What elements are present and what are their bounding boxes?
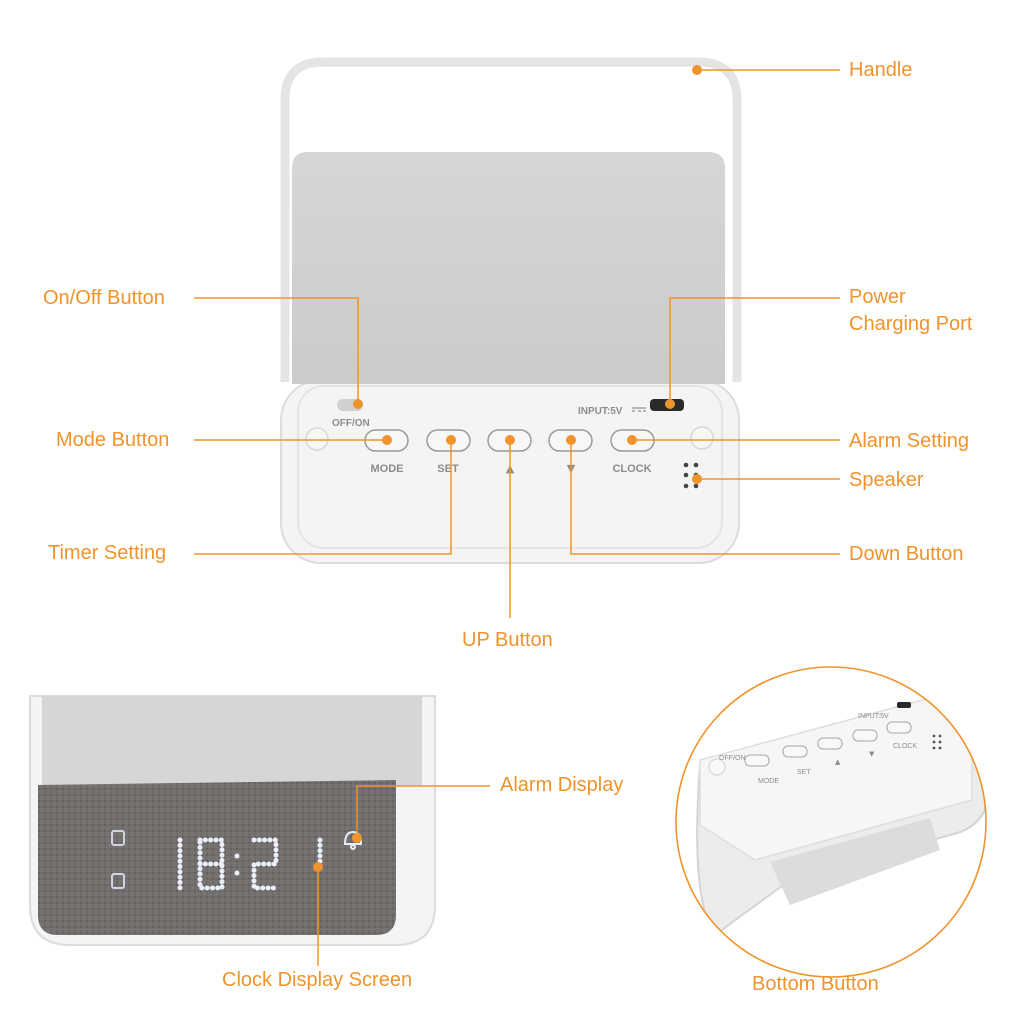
speaker-callout: Speaker: [849, 469, 924, 491]
bottom-view-label-clock: CLOCK: [893, 743, 917, 750]
down-button-callout: Down Button: [849, 543, 964, 565]
dc-power-icon: [632, 407, 646, 412]
side-indicators: [111, 830, 125, 889]
callout-dots-closeup: [313, 833, 362, 872]
light-panel: [292, 152, 725, 384]
set-button-label: SET: [437, 463, 459, 475]
bottom-view-label-switch: OFF/ON: [719, 755, 745, 762]
leader-lines-main: [194, 69, 840, 618]
timer-setting-callout: Timer Setting: [48, 542, 167, 564]
mode-button-callout: Mode Button: [56, 429, 170, 451]
clock-button-label: CLOCK: [612, 463, 651, 475]
bottom-view-screen: [770, 818, 940, 905]
fabric-cover: [38, 780, 396, 935]
power-callout-line1: Power: [849, 286, 906, 308]
on-off-button-callout: On/Off Button: [43, 287, 165, 309]
bottom-view-label-down: ▼: [869, 750, 875, 758]
bottom-view-label-input: INPUT:5V: [858, 713, 889, 720]
bottom-view-label-mode: MODE: [758, 778, 779, 785]
bottom-view-label-set: SET: [797, 769, 811, 776]
left-foot: [305, 427, 329, 451]
alarm-setting-callout: Alarm Setting: [849, 430, 970, 452]
switch-label: OFF/ON: [332, 418, 370, 429]
up-button-callout: UP Button: [462, 629, 553, 651]
right-foot: [690, 426, 714, 450]
clock-digits: [177, 837, 323, 891]
bottom-view: OFF/ON INPUT:5V MODE SET ▲ ▼ CLOCK: [675, 666, 987, 978]
callout-dots-main: [353, 65, 702, 484]
closeup-light-panel: [42, 696, 422, 786]
mode-button-label: MODE: [371, 463, 404, 475]
display-closeup: [29, 695, 436, 946]
clock-display-screen-callout: Clock Display Screen: [222, 969, 413, 991]
bottom-view-circle-outline: [675, 666, 987, 978]
bottom-button-callout: Bottom Button: [752, 973, 879, 995]
input-label: INPUT:5V: [578, 406, 623, 417]
power-callout-line2: Charging Port: [849, 313, 973, 335]
power-charging-port-callout: Power Charging Port: [849, 284, 972, 338]
leader-lines-closeup: [317, 785, 490, 966]
alarm-display-callout: Alarm Display: [500, 774, 624, 796]
handle: [280, 57, 742, 382]
handle-callout: Handle: [849, 59, 913, 81]
bottom-view-label-up: ▲: [835, 758, 841, 766]
